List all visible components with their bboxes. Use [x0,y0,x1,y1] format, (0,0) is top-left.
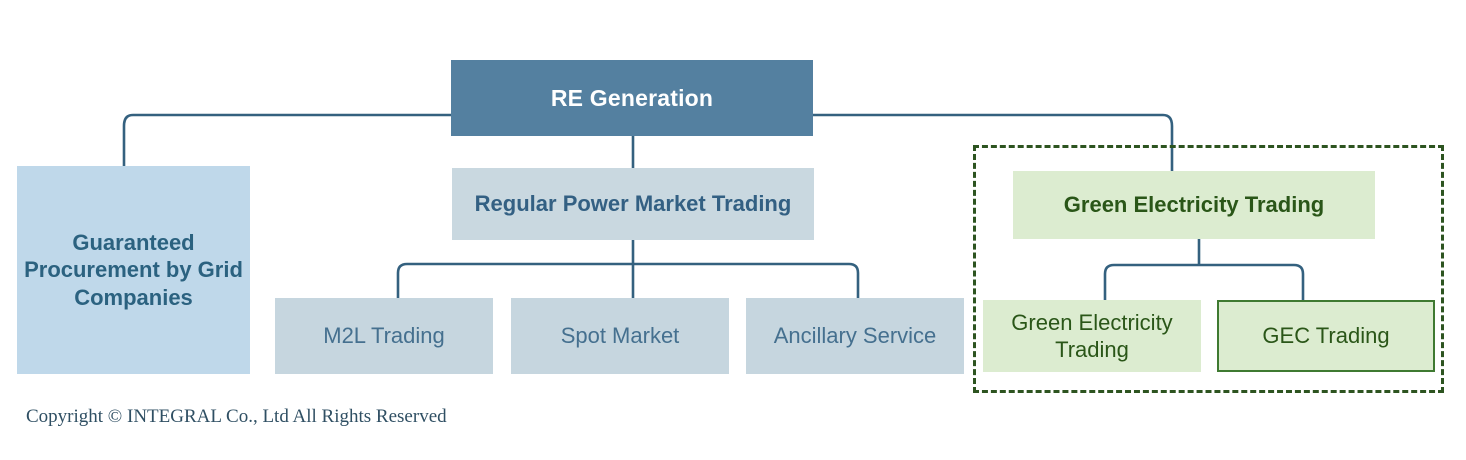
green-trading-group-outline [973,145,1444,393]
node-guaranteed-procurement-by-grid-companies[interactable]: Guaranteed Procurement by Grid Companies [17,166,250,374]
node-green-electricity-trading[interactable]: Green Electricity Trading [1013,171,1375,239]
node-ancillary-service[interactable]: Ancillary Service [746,298,964,374]
node-m2l-trading[interactable]: M2L Trading [275,298,493,374]
node-spot-market[interactable]: Spot Market [511,298,729,374]
node-gec-trading[interactable]: GEC Trading [1217,300,1435,372]
connector-regular-to-ancillary [848,262,860,298]
connector-regular-to-m2l [396,262,408,298]
copyright-notice: Copyright © INTEGRAL Co., Ltd All Rights… [26,406,447,427]
connector-root-to-guaranteed [122,113,451,166]
node-re-generation[interactable]: RE Generation [451,60,813,136]
node-regular-power-market-trading[interactable]: Regular Power Market Trading [452,168,814,240]
node-green-electricity-trading-child[interactable]: Green Electricity Trading [983,300,1201,372]
